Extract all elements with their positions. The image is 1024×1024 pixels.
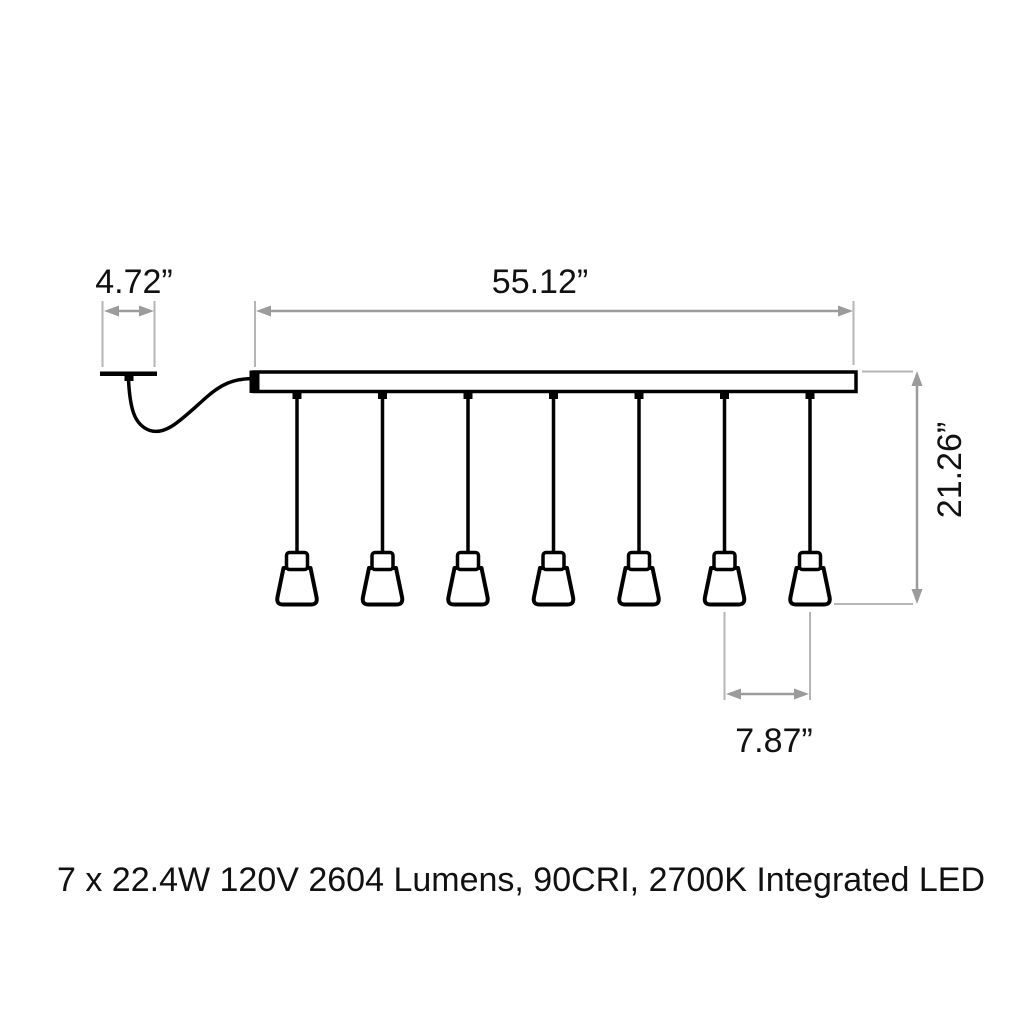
spec-text: 7 x 22.4W 120V 2604 Lumens, 90CRI, 2700K…	[57, 861, 985, 899]
pendant-shade	[275, 566, 319, 607]
fixture-length-label: 55.12”	[492, 263, 588, 301]
arrowhead-left	[256, 305, 271, 317]
dim-overall-drop: 21.26”	[834, 370, 969, 605]
pendant-shade	[531, 566, 576, 607]
cord-connector	[378, 392, 387, 399]
canopy-cord-connector	[124, 374, 134, 381]
pendant-2	[360, 392, 405, 607]
power-cord	[126, 376, 254, 434]
pendant-shade	[446, 566, 490, 607]
cord-connector	[463, 392, 473, 399]
pendant-neck	[455, 550, 481, 572]
pendant-shade	[702, 566, 747, 607]
pendant-shade	[617, 566, 661, 607]
arrowhead-right	[139, 305, 154, 317]
rail-body	[252, 370, 858, 394]
pendant-3	[446, 392, 490, 607]
cord-connector	[292, 392, 302, 399]
arrowhead-up	[911, 371, 923, 386]
pendant-7	[788, 392, 832, 607]
pendant-neck	[370, 550, 395, 572]
cord-connector	[634, 392, 644, 399]
arrowhead-left	[104, 305, 119, 317]
pendant-neck	[712, 550, 737, 572]
dim-fixture-length: 55.12”	[254, 263, 855, 367]
pendant-row	[275, 392, 832, 607]
dim-pendant-spacing: 7.87”	[723, 612, 813, 760]
arrowhead-right	[794, 688, 809, 700]
pendant-shade	[360, 566, 405, 607]
arrowhead-down	[911, 589, 923, 604]
pendant-4	[531, 392, 576, 607]
rail-end-cap	[249, 370, 260, 393]
canopy-plate	[100, 371, 157, 376]
pendant-1	[275, 392, 319, 607]
arrowhead-right	[838, 305, 853, 317]
pendant-neck	[284, 550, 310, 572]
pendant-spacing-label: 7.87”	[735, 722, 813, 760]
canopy-width-label: 4.72”	[95, 263, 173, 301]
pendant-neck	[797, 550, 823, 572]
cord-connector	[720, 392, 729, 399]
pendant-shade	[788, 566, 832, 607]
pendant-neck	[626, 550, 652, 572]
overall-drop-label: 21.26”	[931, 422, 969, 518]
canopy	[100, 371, 157, 381]
arrowhead-left	[726, 688, 741, 700]
cord-connector	[805, 392, 815, 399]
pendant-5	[617, 392, 661, 607]
fixture-rail	[249, 370, 858, 394]
pendant-neck	[541, 550, 566, 572]
pendant-6	[702, 392, 747, 607]
cord-connector	[549, 392, 558, 399]
dim-canopy-width: 4.72”	[95, 263, 173, 367]
